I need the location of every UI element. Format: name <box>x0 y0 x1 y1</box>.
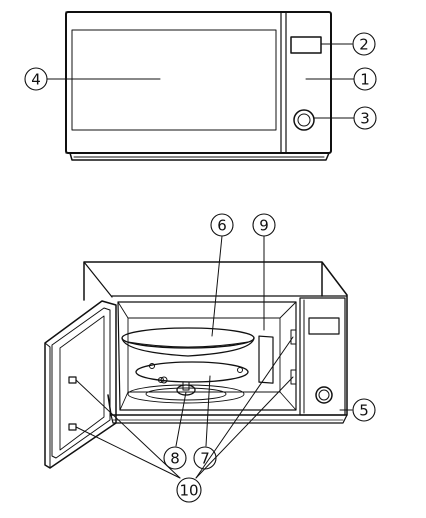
callout-1: 1 <box>353 67 377 91</box>
glass-tray-body <box>121 337 255 357</box>
control-knob-inner <box>297 113 311 127</box>
callout-5-label: 5 <box>359 402 369 420</box>
callout-2: 2 <box>352 32 376 56</box>
callout-7: 7 <box>193 446 217 470</box>
control-knob-outer <box>293 109 315 131</box>
callout-4: 4 <box>24 67 48 91</box>
open-view-microwave <box>44 261 348 469</box>
callout-8-label: 8 <box>170 450 180 468</box>
callout-4-label: 4 <box>31 71 41 89</box>
cabinet-base <box>69 152 330 161</box>
display-window <box>290 36 322 54</box>
door-open <box>44 300 117 469</box>
door-window-frame <box>71 29 277 131</box>
callout-8: 8 <box>163 446 187 470</box>
door-hook-lower <box>68 423 77 431</box>
coupler <box>176 384 196 396</box>
callout-5: 5 <box>352 398 376 422</box>
control-panel-side <box>299 297 346 416</box>
callout-9-label: 9 <box>259 217 269 235</box>
callout-3-label: 3 <box>360 110 370 128</box>
callout-7-label: 7 <box>200 450 210 468</box>
roller-ring <box>135 361 249 383</box>
front-view-microwave <box>65 11 332 161</box>
callout-1-label: 1 <box>360 71 370 89</box>
open-leader-lines <box>75 235 353 479</box>
callout-6: 6 <box>210 213 234 237</box>
callout-10-label: 10 <box>179 482 198 500</box>
callout-3: 3 <box>353 106 377 130</box>
door-hook-upper <box>68 376 77 384</box>
waveguide-cover <box>258 335 274 384</box>
display-window-open <box>308 317 340 335</box>
callout-9: 9 <box>252 213 276 237</box>
glass-tray-top <box>121 327 255 349</box>
callout-10: 10 <box>176 477 202 503</box>
control-knob-open <box>315 386 333 404</box>
cabinet-front-outline <box>65 11 332 154</box>
callout-2-label: 2 <box>359 36 369 54</box>
door-outline <box>65 11 282 154</box>
callout-6-label: 6 <box>217 217 227 235</box>
front-leader-lines <box>46 43 355 119</box>
